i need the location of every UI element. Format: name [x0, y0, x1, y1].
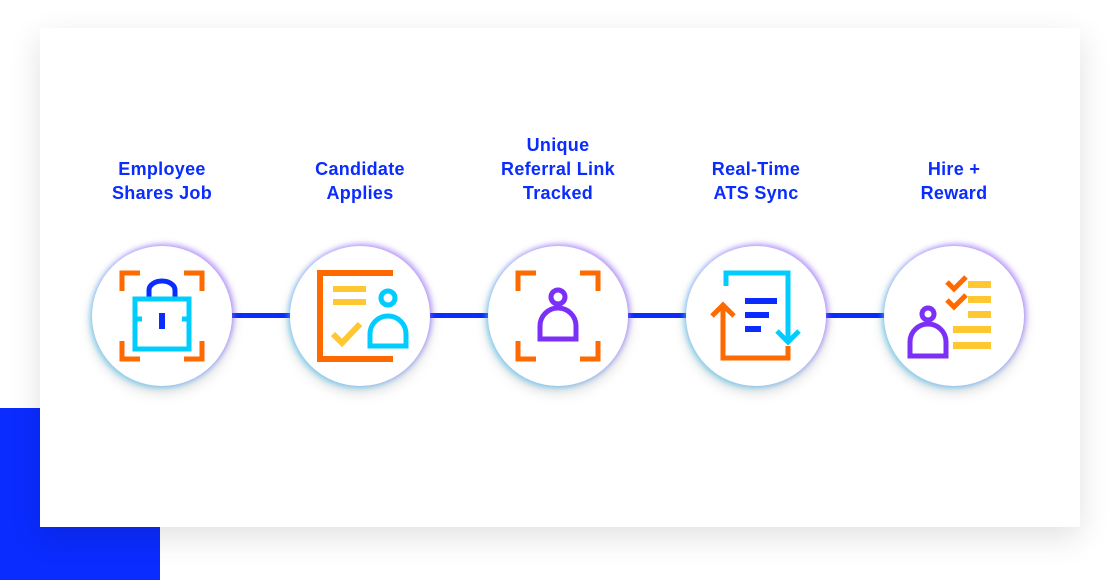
connector-line: [232, 313, 292, 318]
connector-line: [430, 313, 490, 318]
label-line: Candidate: [315, 159, 405, 179]
connector-line: [628, 313, 688, 318]
step-circle: [884, 246, 1024, 386]
step-label: Candidate Applies: [261, 157, 459, 205]
sync-list-icon: [710, 270, 801, 361]
step-label: Employee Shares Job: [63, 157, 261, 205]
step-label: Unique Referral Link Tracked: [459, 133, 657, 205]
user-scan-icon: [515, 270, 601, 362]
label-line: Applies: [326, 183, 394, 203]
label-line: Real-Time: [711, 159, 801, 179]
lock-scan-icon: [119, 270, 205, 362]
step-circle: [290, 246, 430, 386]
step-label: Hire + Reward: [855, 157, 1053, 205]
label-line: Hire +: [927, 159, 981, 179]
label-line: ATS Sync: [713, 183, 799, 203]
user-checklist-icon: [907, 275, 991, 359]
label-line: Tracked: [522, 183, 594, 203]
step-label: Real-Time ATS Sync: [657, 157, 855, 205]
step-circle: [686, 246, 826, 386]
step-circle: [488, 246, 628, 386]
label-line: Employee: [118, 159, 206, 179]
label-line: Referral Link: [501, 159, 615, 179]
label-line: Unique: [526, 135, 590, 155]
step-circle: [92, 246, 232, 386]
label-line: Shares Job: [111, 183, 213, 203]
label-line: Reward: [920, 183, 988, 203]
application-form-icon: [317, 270, 409, 362]
connector-line: [826, 313, 886, 318]
